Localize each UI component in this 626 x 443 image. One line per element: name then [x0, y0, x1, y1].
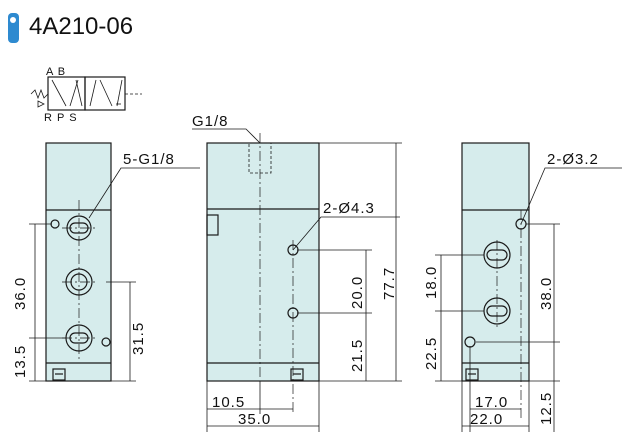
page-title: 4A210-06 — [29, 13, 133, 40]
left-dim-31-5: 31.5 — [130, 322, 147, 355]
middle-dim-35: 35.0 — [238, 411, 271, 428]
right-dim-17: 17.0 — [475, 394, 508, 411]
valve-symbol: A B R P S — [30, 66, 142, 124]
left-dim-13-5: 13.5 — [12, 345, 29, 378]
right-dim-18: 18.0 — [423, 266, 440, 299]
middle-dim-77-7: 77.7 — [381, 267, 398, 300]
middle-top-port-label: G1/8 — [192, 113, 229, 130]
middle-view: G1/8 2-Ø4.3 20.0 21.5 77.7 10.5 35.0 — [192, 113, 402, 432]
title-accent-dot — [10, 17, 16, 23]
left-view: 5-G1/8 36.0 13.5 31.5 — [12, 142, 200, 382]
left-ports-label: 5-G1/8 — [123, 151, 175, 168]
middle-dim-21-5: 21.5 — [349, 339, 366, 372]
middle-dim-10-5: 10.5 — [212, 394, 245, 411]
middle-holes-label: 2-Ø4.3 — [323, 200, 375, 217]
right-holes-label: 2-Ø3.2 — [547, 151, 599, 168]
right-dim-12-5: 12.5 — [538, 392, 555, 425]
symbol-ports-top: A B — [46, 66, 66, 78]
left-dim-36: 36.0 — [12, 277, 29, 310]
right-view: 2-Ø3.2 18.0 22.5 38.0 12.5 17.0 22.0 — [423, 142, 622, 432]
symbol-ports-bottom: R P S — [44, 112, 78, 124]
right-dim-22: 22.0 — [470, 411, 503, 428]
middle-dim-20: 20.0 — [349, 276, 366, 309]
right-dim-22-5: 22.5 — [423, 337, 440, 370]
right-dim-38: 38.0 — [538, 277, 555, 310]
